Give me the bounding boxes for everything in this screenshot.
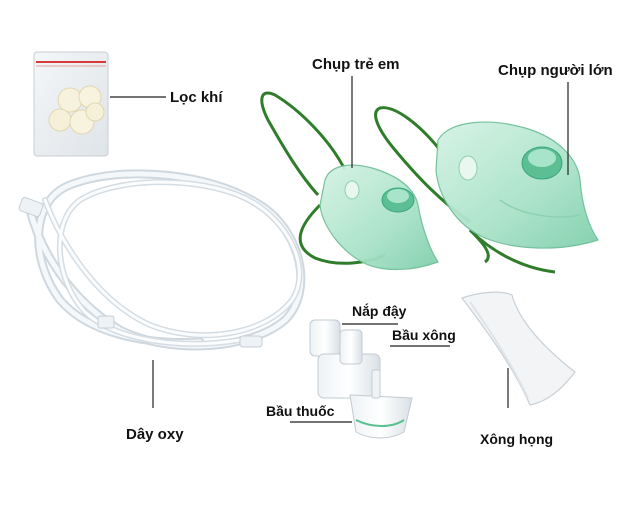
label-mouthpiece: Xông họng	[480, 431, 554, 447]
adult-mask-strap	[374, 106, 556, 274]
label-medicine-cup: Bầu thuốc	[266, 403, 335, 419]
filter-bag	[33, 51, 109, 157]
child-mask	[319, 164, 439, 271]
label-child-mask: Chụp trẻ em	[312, 56, 400, 73]
label-lid: Nắp đậy	[352, 303, 407, 319]
label-filter: Lọc khí	[170, 89, 223, 106]
adult-mask	[435, 121, 599, 249]
label-oxygen-tube: Dây oxy	[126, 426, 184, 443]
label-nebulizer-cup: Bầu xông	[392, 327, 456, 343]
label-adult-mask: Chụp người lớn	[498, 62, 613, 79]
mouthpiece	[461, 291, 576, 406]
nebulizer-cup	[309, 319, 413, 439]
oxygen-tube	[18, 169, 306, 351]
